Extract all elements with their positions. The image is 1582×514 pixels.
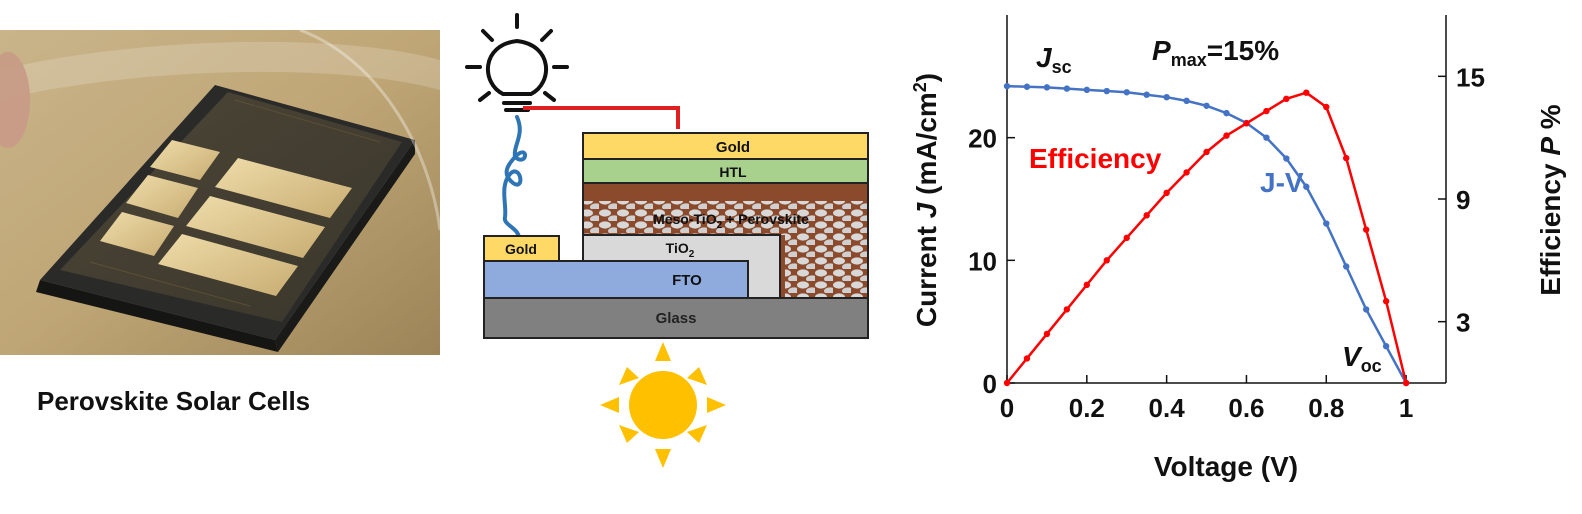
x-tick-label: 0.4 [1149,393,1186,423]
series-point-efficiency [1103,257,1110,264]
series-label-jv: J-V [1260,167,1304,198]
series-point-j-v [1263,134,1270,141]
x-axis-label: Voltage (V) [1154,451,1298,482]
series-point-j-v [1103,87,1110,95]
series-point-j-v [1023,83,1031,90]
x-tick-label: 0 [1000,393,1014,423]
series-point-j-v [1003,82,1011,90]
label-gold-contact: Gold [505,241,537,257]
y-axis-ticks: 0 10 20 [968,124,1015,399]
series-line-j-v [1006,84,1408,384]
layer-gold-contact [483,235,560,262]
layer-gold-top [582,132,869,160]
series-point-efficiency [1163,189,1170,197]
annotation-jsc: Jsc [1036,42,1072,77]
series-point-efficiency [1143,212,1150,219]
series-line-efficiency [1006,91,1408,384]
series-point-efficiency [1283,95,1290,103]
series-point-efficiency [1083,281,1091,289]
series-point-j-v [1143,91,1150,98]
annotation-pmax: Pmax=15% [1152,35,1279,70]
y2-tick-label: 3 [1456,308,1470,338]
series-point-efficiency [1303,89,1310,96]
layer-fto [483,260,749,299]
label-meso: Meso-TiO2 + Perovskite [653,211,809,231]
series-point-efficiency [1223,132,1230,139]
light-bulb-icon [465,13,569,112]
series-layer [1003,82,1410,387]
perovskite-pores [785,235,867,297]
label-gold-top: Gold [716,139,750,156]
y2-axis-label: Efficiency P % [1535,104,1566,296]
annotation-voc: Voc [1342,341,1382,376]
perovskite-cell-photo [0,30,440,355]
y-tick-label: 20 [968,124,997,154]
label-glass: Glass [656,310,697,327]
series-point-efficiency [1382,298,1390,305]
label-htl: HTL [719,164,747,180]
jv-efficiency-chart: 0 0.2 0.4 0.6 0.8 1 0 10 20 3 9 15 Voltage (V) Cu… [910,15,1566,482]
series-point-efficiency [1003,379,1011,387]
series-point-j-v [1083,86,1091,94]
series-point-j-v [1183,97,1190,105]
series-point-efficiency [1263,107,1270,115]
series-point-j-v [1063,85,1071,92]
series-point-j-v [1043,84,1051,91]
series-point-efficiency [1323,103,1330,111]
series-point-efficiency [1362,226,1370,233]
blue-cable [502,115,527,239]
device-schematic: Glass Meso-TiO2 + Perovskite HTL Gold Ti… [465,13,869,468]
series-point-j-v [1382,343,1390,350]
plot-frame [1006,15,1447,384]
series-point-efficiency [1063,306,1071,313]
x-tick-label: 0.8 [1308,393,1344,423]
red-wire [523,106,680,129]
y-tick-label: 0 [983,369,997,399]
x-tick-label: 0.2 [1069,393,1105,423]
series-point-efficiency [1203,148,1210,156]
series-point-efficiency [1243,120,1250,127]
series-point-efficiency [1343,154,1350,162]
series-point-efficiency [1023,355,1031,362]
x-axis-ticks: 0 0.2 0.4 0.6 0.8 1 [1000,375,1413,423]
series-point-j-v [1323,220,1330,227]
series-point-efficiency [1043,330,1051,338]
photo-caption: Perovskite Solar Cells [37,386,311,416]
label-tio2: TiO2 [666,240,695,260]
sun-icon [600,342,726,468]
series-point-efficiency [1123,234,1130,242]
y-tick-label: 10 [968,246,997,276]
x-tick-label: 0.6 [1228,393,1264,423]
y2-tick-label: 9 [1456,185,1470,215]
series-point-efficiency [1183,169,1190,176]
series-point-j-v [1203,102,1210,109]
series-point-j-v [1223,109,1230,117]
series-point-efficiency [1402,379,1410,387]
series-point-j-v [1123,89,1130,96]
series-point-j-v [1283,155,1290,162]
y-axis-label: Current J (mA/cm2) [910,73,942,327]
series-point-j-v [1362,306,1370,313]
series-label-efficiency: Efficiency [1029,143,1162,174]
layer-glass [483,297,869,339]
y2-axis-ticks: 3 9 15 [1438,62,1485,338]
layer-htl [582,158,869,184]
series-point-j-v [1303,183,1310,190]
layer-meso [584,201,867,235]
label-fto: FTO [672,272,702,289]
y2-tick-label: 15 [1456,62,1485,92]
series-point-j-v [1163,93,1170,101]
series-point-j-v [1343,263,1350,270]
x-tick-label: 1 [1399,393,1413,423]
